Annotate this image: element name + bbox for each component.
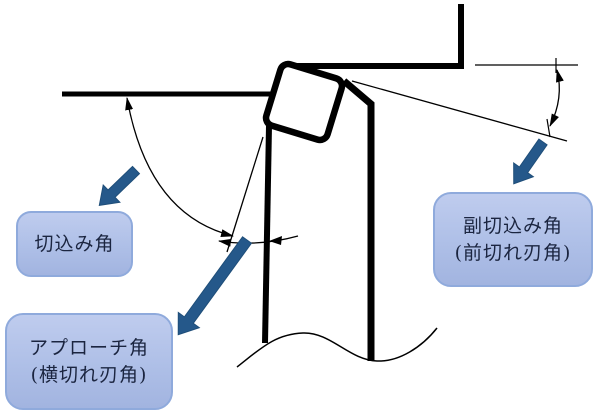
label-approach-angle: アプローチ角 (横切れ刃角)	[5, 313, 173, 410]
minor-cutting-angle-arrow-icon	[513, 138, 548, 185]
label-minor-cutting-angle: 副切込み角 (前切れ刃角)	[433, 192, 593, 287]
approach-angle-arc	[218, 235, 299, 247]
shank-left-edge	[262, 125, 272, 344]
label-cutting-angle-text: 切込み角	[34, 232, 115, 255]
label-cutting-angle: 切込み角	[16, 211, 133, 277]
minor-cutting-angle-arc	[549, 69, 564, 127]
label-approach-angle-text-line2: (横切れ刃角)	[30, 363, 148, 386]
reference-tick-bottom	[546, 118, 551, 138]
break-wave-line	[236, 327, 438, 368]
label-minor-cutting-angle-text-line1: 副切込み角	[462, 214, 563, 237]
tool-insert	[262, 60, 346, 144]
cutting-edge-extension-line	[226, 136, 264, 253]
approach-angle-arrow-icon	[177, 236, 253, 336]
cutting-angle-arrow-icon	[98, 165, 141, 207]
label-approach-angle-text-line1: アプローチ角	[28, 336, 149, 359]
label-minor-cutting-angle-text-line2: (前切れ刃角)	[454, 241, 572, 264]
end-edge-reference-line	[351, 80, 568, 142]
approach-angle-arrowhead	[269, 236, 282, 245]
shank-right-edge	[341, 78, 375, 361]
cutting-angle-arc	[125, 97, 234, 237]
